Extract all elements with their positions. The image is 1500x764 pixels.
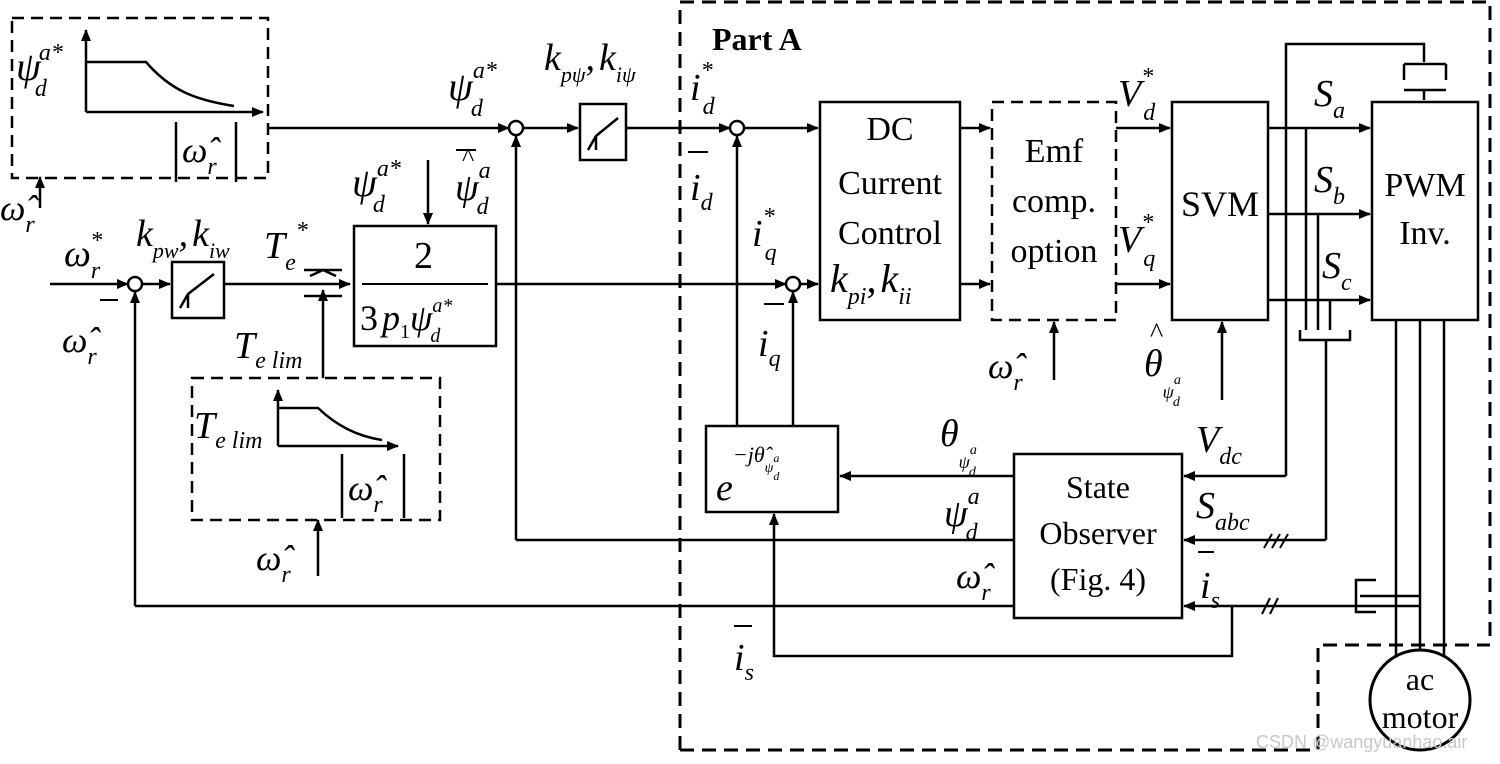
coordinate-transform-block xyxy=(704,424,840,514)
dc-current-control-block xyxy=(818,100,962,322)
svg-text:Sc: Sc xyxy=(1322,245,1352,296)
flux-pi-controller xyxy=(578,102,628,162)
torque-limit-curve xyxy=(278,406,383,442)
svg-text:ω̂r: ω̂r xyxy=(182,130,221,180)
svg-text:Sa: Sa xyxy=(1314,73,1345,124)
pwm-line2: Inv. xyxy=(1399,215,1451,252)
svg-text:ω̂r: ω̂r xyxy=(956,556,995,606)
svg-text:Te lim: Te lim xyxy=(194,405,262,454)
watermark: CSDN @wangyuanhao.air xyxy=(1256,732,1467,752)
svg-text:ψad: ψad xyxy=(944,484,980,546)
svg-text:Sb: Sb xyxy=(1314,159,1345,210)
svg-text:ω̂r: ω̂r xyxy=(62,320,101,370)
svm-label: SVM xyxy=(1181,184,1259,224)
svg-text:V*q: V*q xyxy=(1118,210,1155,272)
state-observer-block xyxy=(1012,452,1184,620)
svg-text:ψa*d: ψa*d xyxy=(448,58,497,122)
svg-text:iq: iq xyxy=(758,323,781,372)
emf-line1: Emf xyxy=(1025,133,1084,170)
svm-block xyxy=(1170,100,1270,322)
emf-line2: comp. xyxy=(1012,183,1096,220)
svg-text:is: is xyxy=(1200,565,1220,614)
svg-text:Sabc: Sabc xyxy=(1196,485,1250,536)
torque-gain-numerator: 2 xyxy=(414,235,433,277)
svg-text:ψad: ψad xyxy=(455,158,491,220)
observer-line1: State xyxy=(1066,469,1130,505)
dc-block-line1: DC xyxy=(866,111,913,148)
flux-profile-curve xyxy=(86,60,235,108)
motor-line1: ac xyxy=(1406,661,1434,697)
flux-summing-junction xyxy=(507,119,525,137)
svg-text:ω̂r: ω̂r xyxy=(256,538,295,588)
svg-text:i*d: i*d xyxy=(690,58,716,120)
dc-block-line2: Current xyxy=(838,165,942,202)
speed-pi-controller xyxy=(170,260,226,320)
torque-gain-block xyxy=(352,224,498,348)
svg-text:ω̂r: ω̂r xyxy=(348,468,387,518)
svg-text:kpi,kii: kpi,kii xyxy=(830,256,912,310)
current-sensor xyxy=(1354,578,1420,614)
svg-text:ωr*: ωr* xyxy=(64,228,102,284)
motor-line2: motor xyxy=(1382,699,1459,735)
svg-text:kpw,kiw: kpw,kiw xyxy=(136,213,230,263)
svg-text:Vdc: Vdc xyxy=(1196,419,1242,470)
speed-summing-junction xyxy=(126,275,144,293)
dc-block-line3: Control xyxy=(838,215,942,252)
svg-text:i*q: i*q xyxy=(752,204,777,266)
ac-motor xyxy=(1368,648,1472,752)
svg-text:ψa*d: ψa*d xyxy=(352,156,401,218)
svg-text:ω̂r: ω̂r xyxy=(988,346,1027,396)
svg-text:kpψ,kiψ: kpψ,kiψ xyxy=(544,37,636,87)
observer-line2: Observer xyxy=(1039,515,1157,551)
pwm-inverter-block xyxy=(1370,100,1480,322)
dc-voltage-sensor xyxy=(1402,62,1448,100)
emf-line3: option xyxy=(1011,233,1098,270)
svg-text:Te*: Te* xyxy=(264,218,308,276)
svg-text:id: id xyxy=(690,167,714,216)
svg-text:V*d: V*d xyxy=(1118,64,1156,126)
svg-text:is: is xyxy=(734,637,754,686)
svg-text:^: ^ xyxy=(1150,318,1163,349)
emf-compensation-block xyxy=(990,100,1118,322)
svg-text:Te lim: Te lim xyxy=(234,325,302,374)
pwm-line1: PWM xyxy=(1384,167,1465,204)
svg-text:ω̂r: ω̂r xyxy=(0,188,39,238)
svg-text:ψa*d: ψa*d xyxy=(16,40,63,102)
svg-text:^: ^ xyxy=(462,143,474,172)
part-a-boundary-bottom xyxy=(680,643,1490,752)
part-a-label: Part A xyxy=(712,21,802,57)
flux-profile-ylabel: ψ xyxy=(16,44,42,89)
id-summing-junction xyxy=(728,119,746,137)
part-a-boundary xyxy=(678,0,1492,750)
observer-line3: (Fig. 4) xyxy=(1050,561,1146,597)
iq-summing-junction xyxy=(784,275,802,293)
flux-reference-profile-box xyxy=(10,16,270,180)
